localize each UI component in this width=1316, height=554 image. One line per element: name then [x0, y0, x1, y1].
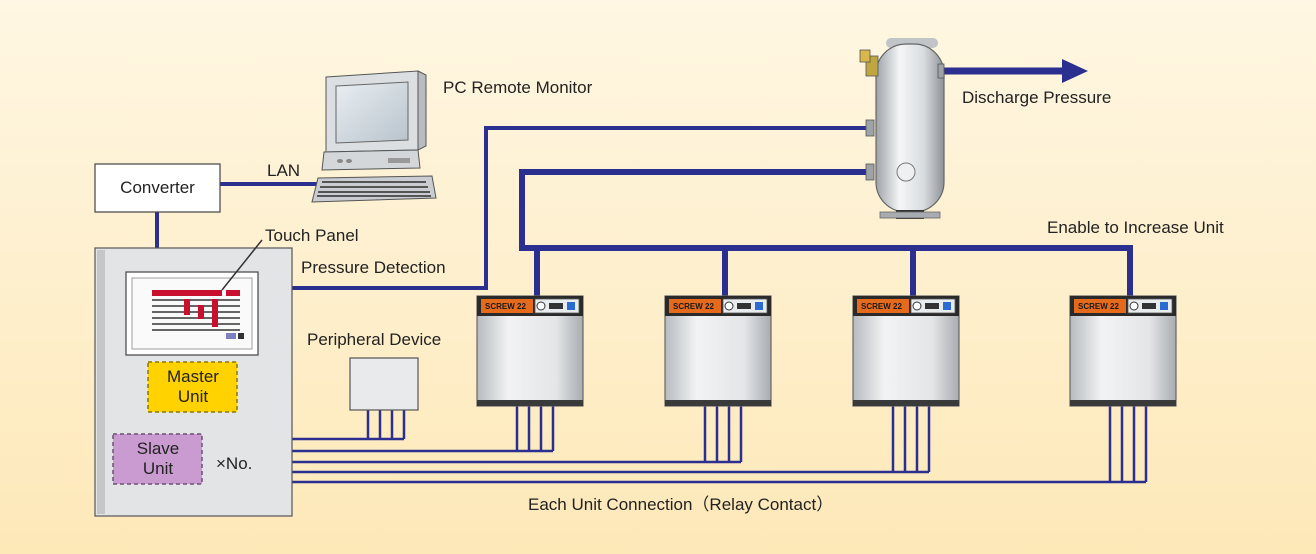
unit-button-icon: [567, 302, 575, 310]
pc-remote-monitor-label: PC Remote Monitor: [443, 78, 593, 97]
count-suffix-label: ×No.: [216, 454, 253, 473]
unit-gauge-icon: [536, 301, 546, 311]
compressor-units: SCREW 22 SCREW 22 SCREW 22 SCREW 22: [476, 295, 1177, 482]
converter-box: [94, 163, 221, 213]
peripheral-device-label: Peripheral Device: [307, 330, 442, 349]
pc-computer: [311, 70, 437, 203]
unit-brand-plate: [481, 299, 533, 313]
unit-brand-text: SCREW 22: [861, 302, 902, 311]
compressor-unit: SCREW 22: [1069, 295, 1177, 482]
slave-unit-label: Slave Unit: [136, 439, 180, 478]
unit-base: [665, 400, 771, 406]
touch-panel: [125, 271, 259, 356]
unit-base: [1070, 400, 1176, 406]
peripheral-wires: [366, 410, 406, 439]
unit-display: [925, 303, 939, 309]
lan-label: LAN: [267, 161, 301, 180]
unit-brand-text: SCREW 22: [673, 302, 714, 311]
compressor-unit: SCREW 22: [664, 295, 772, 462]
control-cabinet: [94, 239, 293, 517]
unit-brand-plate: [1074, 299, 1126, 313]
unit-base: [853, 400, 959, 406]
unit-gauge-icon: [724, 301, 734, 311]
each-unit-connection-label: Each Unit Connection（Relay Contact）: [528, 495, 834, 514]
touch-panel-label: Touch Panel: [265, 226, 359, 245]
touch-panel-pointer: [221, 239, 263, 291]
relay-bus-lines: [292, 437, 1146, 484]
enable-to-increase-unit-label: Enable to Increase Unit: [1047, 218, 1224, 237]
manifold-tank-line: [519, 169, 868, 248]
compressor-unit: SCREW 22: [476, 295, 584, 451]
unit-brand-plate: [669, 299, 721, 313]
slave-unit-box: [112, 433, 203, 485]
unit-base: [477, 400, 583, 406]
discharge-arrowhead: [1062, 59, 1088, 83]
master-unit-box: [147, 361, 238, 413]
unit-button-icon: [943, 302, 951, 310]
compressor-unit: SCREW 22: [852, 295, 960, 472]
peripheral-device-box: [349, 357, 419, 411]
unit-display: [549, 303, 563, 309]
unit-button-icon: [1160, 302, 1168, 310]
unit-gauge-icon: [1129, 301, 1139, 311]
unit-gauge-icon: [912, 301, 922, 311]
unit-brand-text: SCREW 22: [1078, 302, 1119, 311]
unit-brand-plate: [857, 299, 909, 313]
unit-display: [737, 303, 751, 309]
receiver-tank: [859, 38, 945, 219]
discharge-pressure-label: Discharge Pressure: [962, 88, 1112, 107]
master-unit-label: Master Unit: [167, 367, 219, 406]
pressure-detection-line: [292, 126, 868, 290]
pressure-detection-label: Pressure Detection: [301, 258, 446, 277]
converter-label: Converter: [120, 178, 195, 197]
connection-lines: [155, 67, 1133, 296]
unit-display: [1142, 303, 1156, 309]
unit-brand-text: SCREW 22: [485, 302, 526, 311]
unit-button-icon: [755, 302, 763, 310]
